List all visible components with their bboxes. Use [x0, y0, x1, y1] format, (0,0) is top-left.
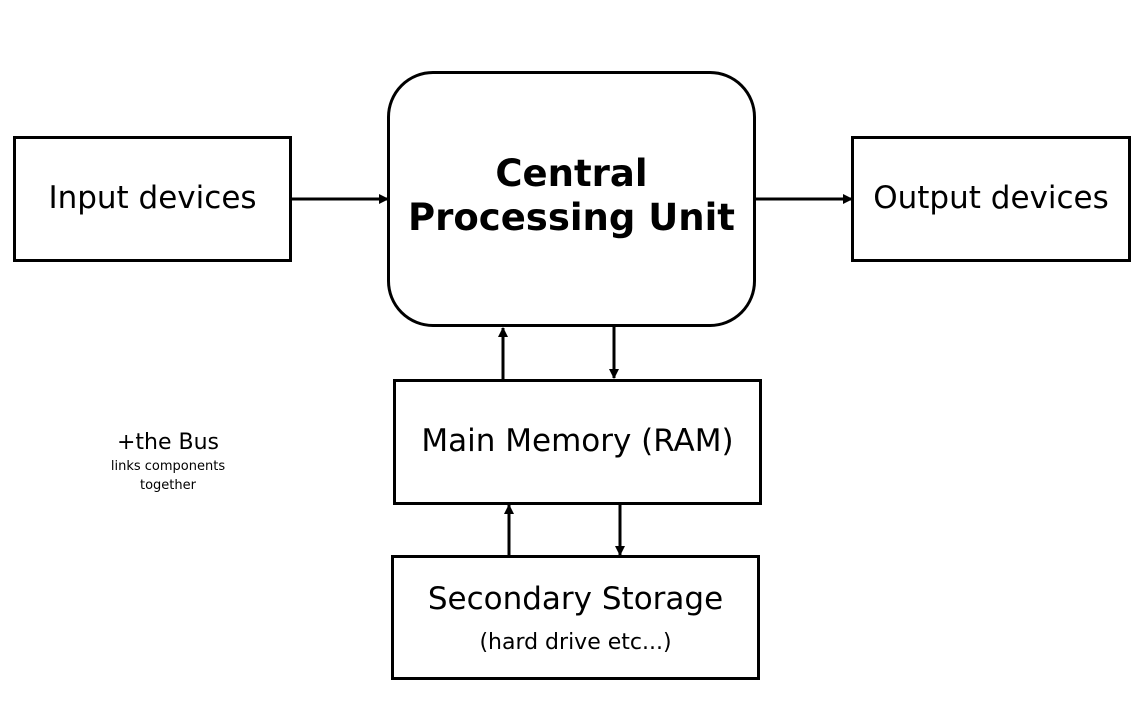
input-devices-label: Input devices	[48, 180, 257, 217]
bus-note-description: links components together	[110, 459, 226, 493]
cpu-label-line1: Central	[495, 151, 648, 195]
bus-note-title: +the Bus	[116, 430, 220, 455]
secondary-storage-label: Secondary Storage	[427, 581, 724, 618]
cpu-box: Central Processing Unit	[387, 71, 756, 327]
output-devices-box: Output devices	[851, 136, 1131, 262]
output-devices-label: Output devices	[873, 180, 1109, 217]
main-memory-box: Main Memory (RAM)	[393, 379, 762, 505]
secondary-storage-box: Secondary Storage (hard drive etc...)	[391, 555, 760, 680]
main-memory-label: Main Memory (RAM)	[421, 423, 734, 460]
secondary-storage-sublabel: (hard drive etc...)	[479, 629, 672, 655]
cpu-label-line2: Processing Unit	[407, 196, 735, 239]
input-devices-box: Input devices	[13, 136, 292, 262]
bus-note: +the Bus links components together	[98, 430, 238, 495]
